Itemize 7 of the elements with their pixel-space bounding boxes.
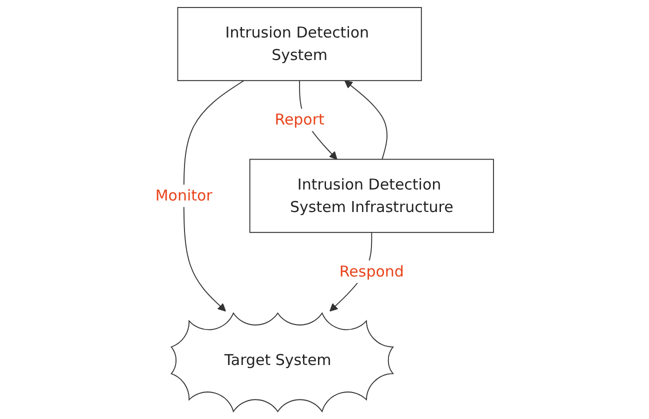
- node-box: Intrusion Detection System: [177, 7, 422, 82]
- edge-label: Respond: [339, 262, 404, 280]
- edge-label: Report: [274, 110, 324, 128]
- arrow: [183, 80, 244, 312]
- edge-label: Monitor: [155, 186, 212, 204]
- node-box: Intrusion Detection System Infrastructure: [249, 158, 494, 233]
- arrow: [344, 80, 388, 160]
